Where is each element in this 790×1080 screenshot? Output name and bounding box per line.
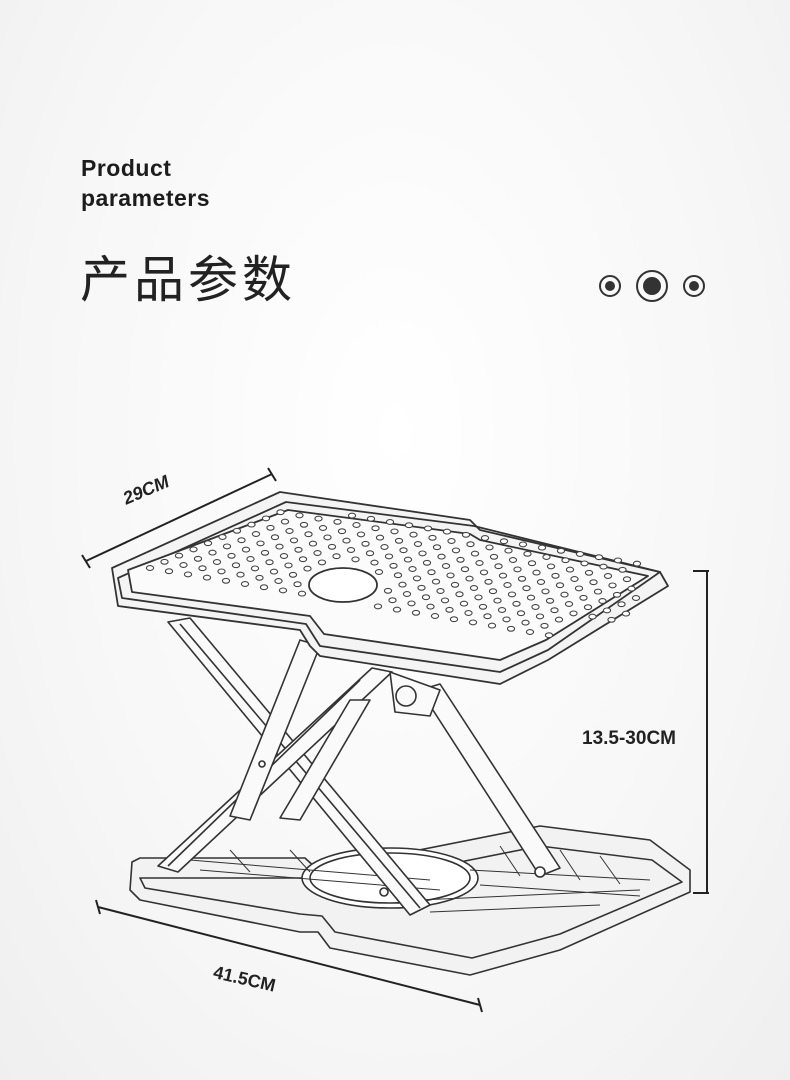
title-chinese: 产品参数 (80, 251, 296, 309)
width-dimension-line (95, 899, 483, 1013)
depth-dimension-line (81, 467, 277, 569)
title-english-line2: parameters (81, 185, 211, 211)
top-platform (111, 491, 669, 685)
platform-bumps (145, 509, 642, 639)
title-english: Product parameters (81, 153, 210, 213)
height-dimension-line (693, 570, 709, 894)
height-label: 13.5-30CM (582, 728, 676, 749)
title-english-line1: Product (81, 155, 172, 181)
scissor-legs (157, 617, 561, 916)
decorative-dots-icon (599, 270, 705, 302)
